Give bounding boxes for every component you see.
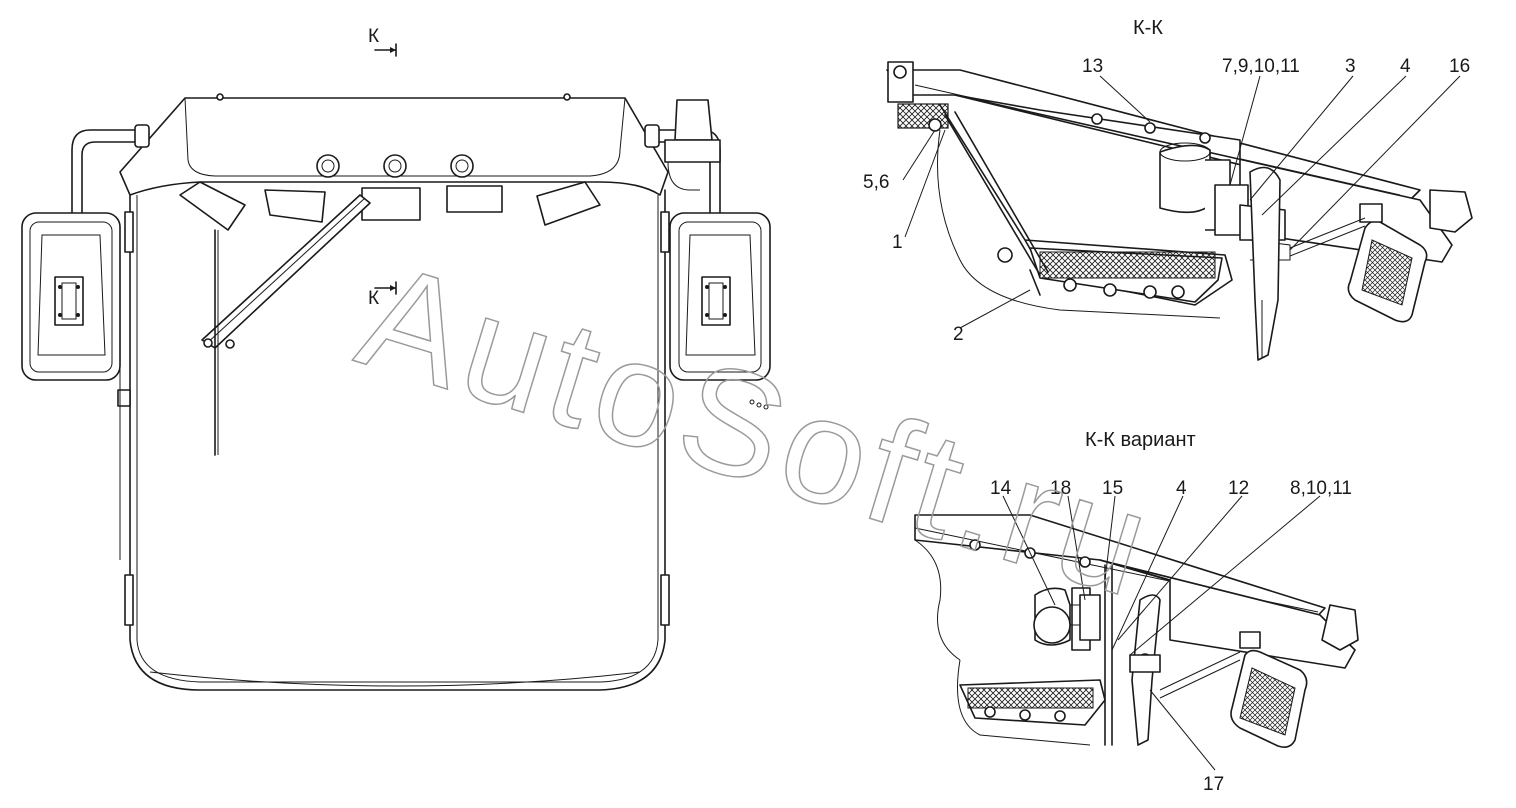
callout-4: 4	[1400, 56, 1411, 77]
callout-18: 18	[1050, 478, 1071, 499]
callout-7-9-10-11: 7,9,10,11	[1222, 56, 1300, 77]
callout-1: 1	[892, 232, 903, 253]
callout-4-variant: 4	[1176, 478, 1187, 499]
visor-body	[954, 94, 1453, 263]
section-k-k-variant: К-К вариант	[914, 429, 1359, 795]
callout-12: 12	[1228, 478, 1249, 499]
callout-14: 14	[990, 478, 1012, 499]
section-k-k: К-К	[863, 17, 1473, 361]
lamp-cylinder	[1159, 144, 1211, 214]
section-variant-title: К-К вариант	[1085, 429, 1196, 451]
visor-blade	[1249, 166, 1281, 361]
callout-2: 2	[953, 324, 964, 345]
section-main-title: К-К	[1133, 17, 1163, 39]
callout-17: 17	[1203, 774, 1224, 795]
callout-15: 15	[1102, 478, 1123, 499]
left-mirror-bracket	[71, 129, 141, 291]
section-mark-bottom: К	[368, 288, 379, 309]
cab-top-view: К К	[21, 26, 771, 691]
section-mark-top: К	[368, 26, 379, 47]
sun-visor	[119, 97, 669, 196]
callout-3: 3	[1345, 56, 1356, 77]
callout-8-10-11: 8,10,11	[1290, 478, 1352, 499]
cab-roof-outline	[129, 189, 666, 691]
callout-13: 13	[1082, 56, 1103, 77]
callout-5-6: 5,6	[863, 172, 889, 193]
callout-16: 16	[1449, 56, 1470, 77]
